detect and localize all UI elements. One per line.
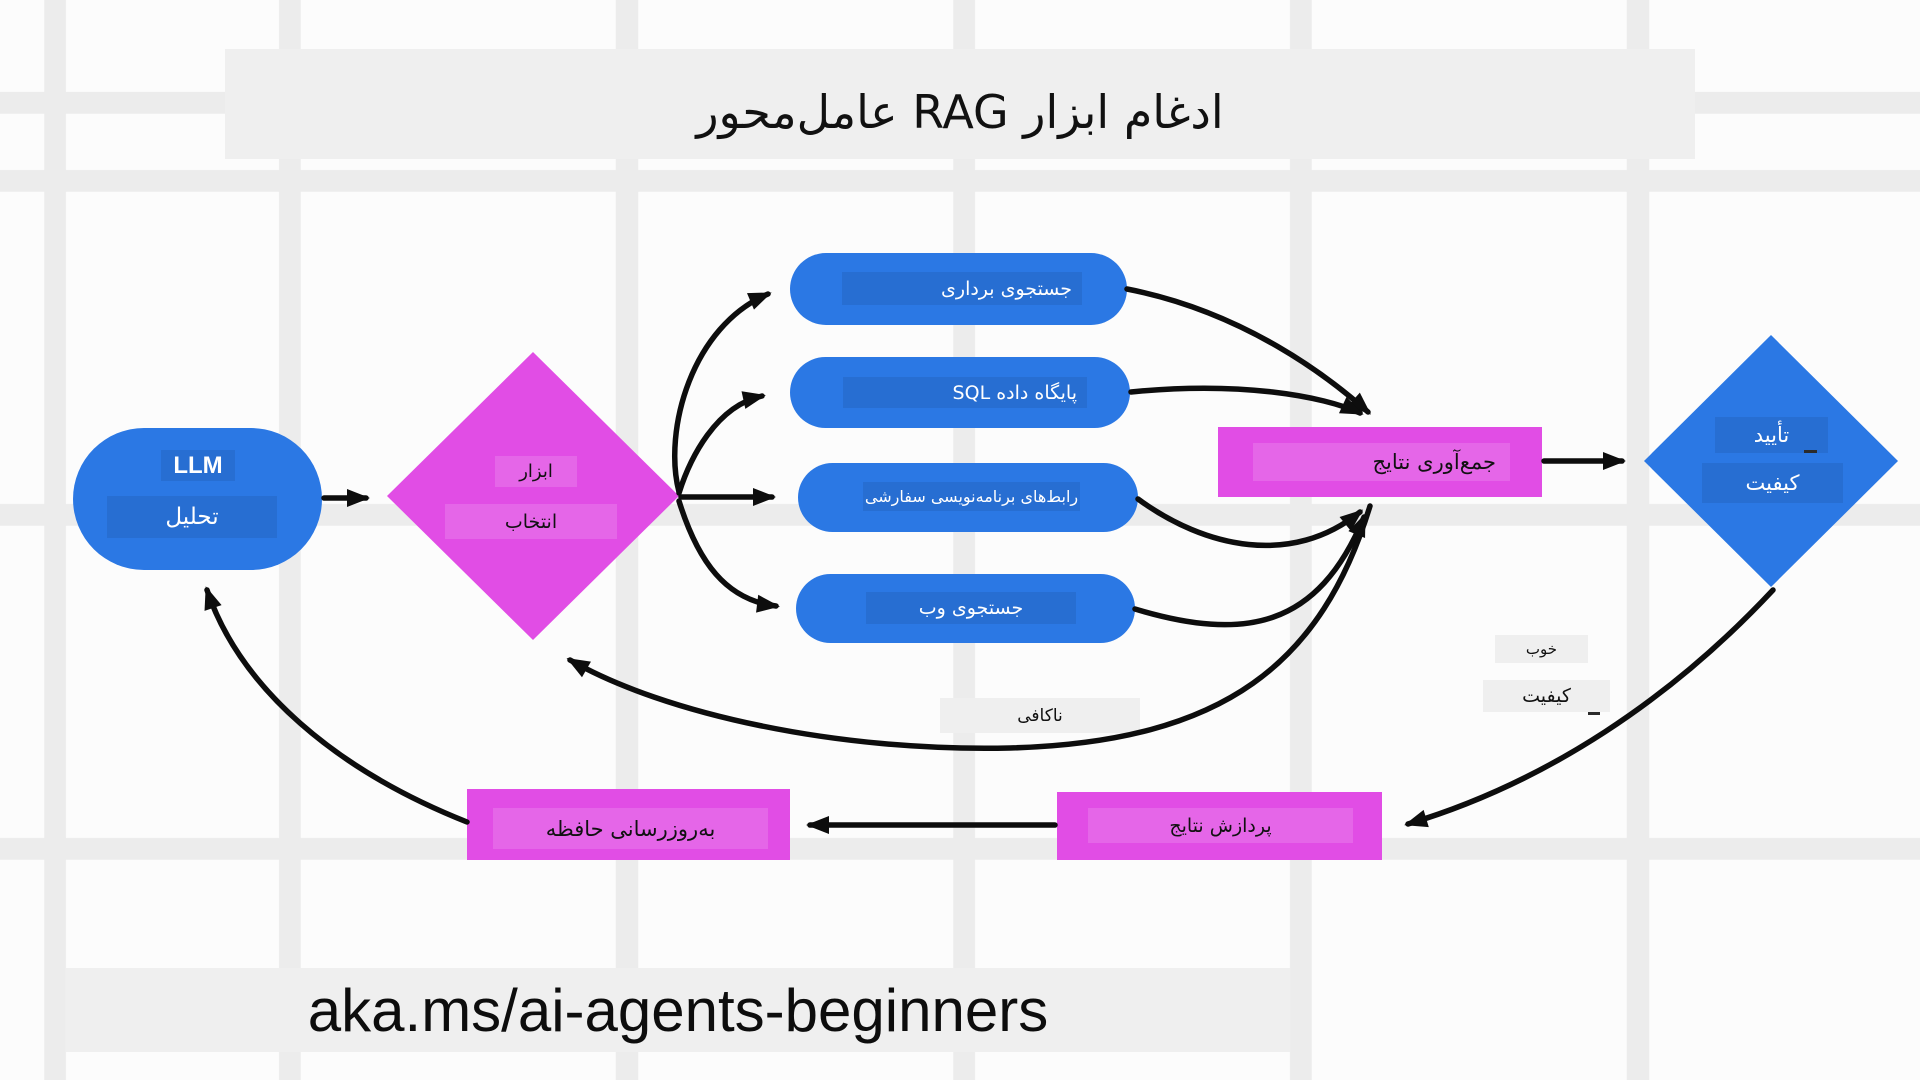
process-results-node: پردازش نتایج <box>1057 792 1382 860</box>
process-results-label: پردازش نتایج <box>1088 808 1353 843</box>
tool-sql-database: پایگاه داده SQL <box>790 357 1130 428</box>
footer-url-text: aka.ms/ai-agents-beginners <box>307 976 1049 1044</box>
arrow-selection-to-vector-search <box>672 291 772 495</box>
arrow-memory-to-llm <box>204 586 470 825</box>
footer-url-bar: aka.ms/ai-agents-beginners <box>66 968 1290 1052</box>
good-quality-edge-label-line2: کیفیت <box>1483 680 1610 712</box>
update-memory-label: به‌روزرسانی حافظه <box>493 808 768 849</box>
tool-custom-apis-label: رابط‌های برنامه‌نویسی سفارشی <box>863 482 1080 511</box>
diagram-title-text: ادغام ابزار RAG عامل‌محور <box>696 85 1224 139</box>
llm-node-line2: تحلیل <box>107 496 277 538</box>
arrow-selection-to-sql-database <box>676 391 766 496</box>
arrow-vector-search-to-gather <box>1124 286 1371 415</box>
good-quality-edge-label-dash <box>1588 712 1600 715</box>
tool-web-search: جستجوی وب <box>796 574 1135 643</box>
update-memory-node: به‌روزرسانی حافظه <box>467 789 790 860</box>
tool-vector-search-label: جستجوی برداری <box>842 272 1082 305</box>
quality-check-line2: کیفیت <box>1702 463 1843 503</box>
quality-check-line1: تأیید <box>1715 417 1828 453</box>
llm-node-line1: LLM <box>161 450 235 481</box>
arrow-selection-to-web-search <box>676 498 780 613</box>
gather-results-node: جمع‌آوری نتایج <box>1218 427 1542 497</box>
tool-custom-apis: رابط‌های برنامه‌نویسی سفارشی <box>798 463 1138 532</box>
arrow-sql-database-to-gather <box>1128 385 1364 416</box>
tool-selection-line1: ابزار <box>495 456 577 487</box>
diagram-title: ادغام ابزار RAG عامل‌محور <box>225 49 1695 159</box>
tool-web-search-label: جستجوی وب <box>866 592 1076 624</box>
arrow-web-search-to-gather <box>1132 513 1367 628</box>
gather-results-label: جمع‌آوری نتایج <box>1253 443 1510 481</box>
tool-vector-search: جستجوی برداری <box>790 253 1127 325</box>
good-quality-edge-label-line1: خوب <box>1495 635 1588 663</box>
quality-check-diamond: تأیید کیفیت <box>1644 335 1898 587</box>
insufficient-edge-label: ناکافی <box>940 698 1140 733</box>
quality-check-dash <box>1804 450 1817 453</box>
llm-analysis-node: LLM تحلیل <box>73 428 322 570</box>
tool-selection-line2: انتخاب <box>445 504 617 539</box>
tool-sql-database-label: پایگاه داده SQL <box>843 377 1087 408</box>
tool-selection-diamond: ابزار انتخاب <box>387 352 679 640</box>
arrow-custom-apis-to-gather <box>1135 496 1364 549</box>
